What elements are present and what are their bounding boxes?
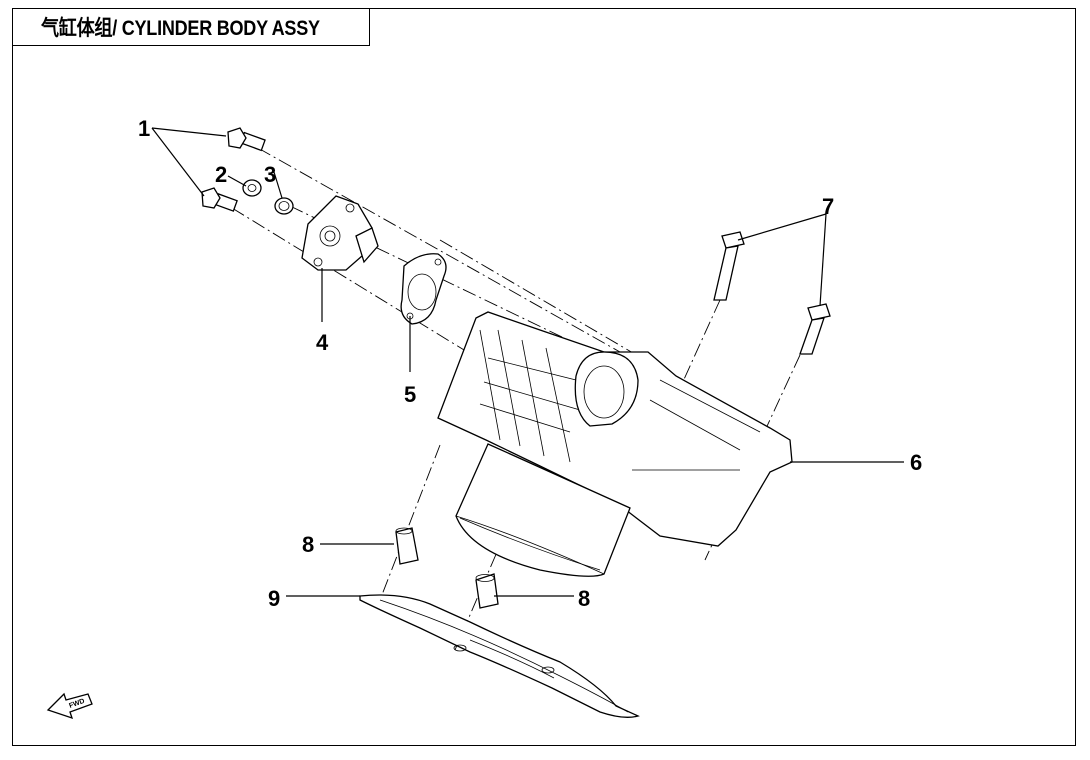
callout-8a: 8 (302, 532, 314, 557)
callout-8b: 8 (578, 586, 590, 611)
bolt-part-1 (201, 127, 266, 212)
gasket-part-5 (400, 253, 447, 325)
title-box: 气缸体组/ CYLINDER BODY ASSY (12, 8, 370, 46)
plug-part-2 (242, 179, 262, 197)
callout-6: 6 (910, 450, 922, 475)
dowel-part-8 (395, 527, 499, 609)
drawing-frame (12, 8, 1076, 746)
tensioner-part-4 (301, 195, 379, 271)
leader-lines (151, 127, 904, 597)
callout-2: 2 (215, 162, 227, 187)
callout-4: 4 (316, 330, 329, 355)
cylinder-body-part-6 (437, 311, 793, 577)
callout-7: 7 (822, 194, 834, 219)
callout-5: 5 (404, 382, 416, 407)
page-title: 气缸体组/ CYLINDER BODY ASSY (41, 17, 320, 40)
o-ring-part-3 (274, 197, 294, 215)
callout-numbers: 1 2 3 4 5 6 7 8 8 9 (138, 116, 922, 611)
head-gasket-part-9 (359, 594, 640, 718)
fwd-arrow-icon: FWD (46, 692, 93, 720)
callout-3: 3 (264, 162, 276, 187)
callout-9: 9 (268, 586, 280, 611)
bolt-part-7 (713, 231, 831, 355)
callout-1: 1 (138, 116, 150, 141)
